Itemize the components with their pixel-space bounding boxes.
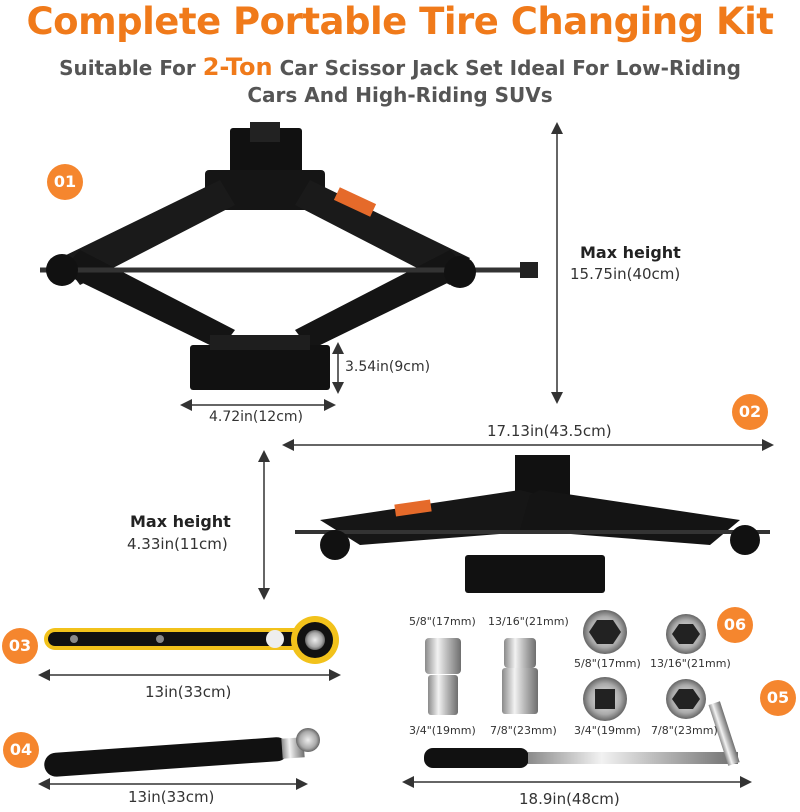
badge-04: 04 [3, 732, 39, 768]
socket-top-3-label: 3/4"(19mm) [574, 724, 641, 737]
socket-top-4 [666, 679, 706, 719]
gauge-length: 13in(33cm) [128, 788, 215, 806]
socket-top-4-label: 7/8"(23mm) [651, 724, 718, 737]
jack1-base-height: 3.54in(9cm) [345, 359, 431, 375]
subtitle-suffix: Car Scissor Jack Set Ideal For Low-Ridin… [272, 56, 741, 80]
socket-top-3 [583, 677, 627, 721]
ratchet-length: 13in(33cm) [145, 683, 232, 701]
socket-top-1-label: 5/8"(17mm) [574, 657, 641, 670]
subtitle-prefix: Suitable For [59, 56, 203, 80]
socket-side-2-bottom-label: 7/8"(23mm) [490, 724, 557, 737]
page-title: Complete Portable Tire Changing Kit [26, 0, 775, 43]
badge-01: 01 [47, 164, 83, 200]
badge-05: 05 [760, 680, 796, 716]
jack1-max-height-value: 15.75in(40cm) [570, 265, 681, 283]
extension-length: 18.9in(48cm) [519, 790, 620, 808]
socket-top-2-label: 13/16"(21mm) [650, 657, 731, 670]
socket-side-1-top-label: 5/8"(17mm) [409, 615, 476, 628]
tire-pressure-gauge [44, 728, 320, 777]
jack1-max-height-label: Max height [580, 243, 681, 262]
subtitle-highlight: 2-Ton [202, 53, 273, 81]
lug-wrench-extension [424, 701, 740, 768]
scissor-jack-lowered [295, 455, 770, 593]
page-subtitle: Suitable For 2-Ton Car Scissor Jack Set … [0, 54, 800, 109]
socket-side-1-bottom-label: 3/4"(19mm) [409, 724, 476, 737]
socket-side-1 [425, 638, 461, 715]
scissor-jack-extended [40, 122, 538, 390]
jack1-base-width: 4.72in(12cm) [209, 409, 304, 425]
badge-02: 02 [732, 394, 768, 430]
badge-06: 06 [717, 607, 753, 643]
socket-side-2-top-label: 13/16"(21mm) [488, 615, 569, 628]
subtitle-line2: Cars And High-Riding SUVs [247, 83, 553, 107]
socket-side-2 [502, 638, 538, 714]
jack2-length: 17.13in(43.5cm) [487, 422, 612, 440]
badge-03: 03 [2, 628, 38, 664]
socket-top-1 [583, 610, 627, 654]
ratchet-wrench [44, 616, 339, 664]
jack2-max-height-label: Max height [130, 512, 231, 531]
jack2-max-height-value: 4.33in(11cm) [127, 535, 228, 553]
socket-top-2 [666, 614, 706, 654]
